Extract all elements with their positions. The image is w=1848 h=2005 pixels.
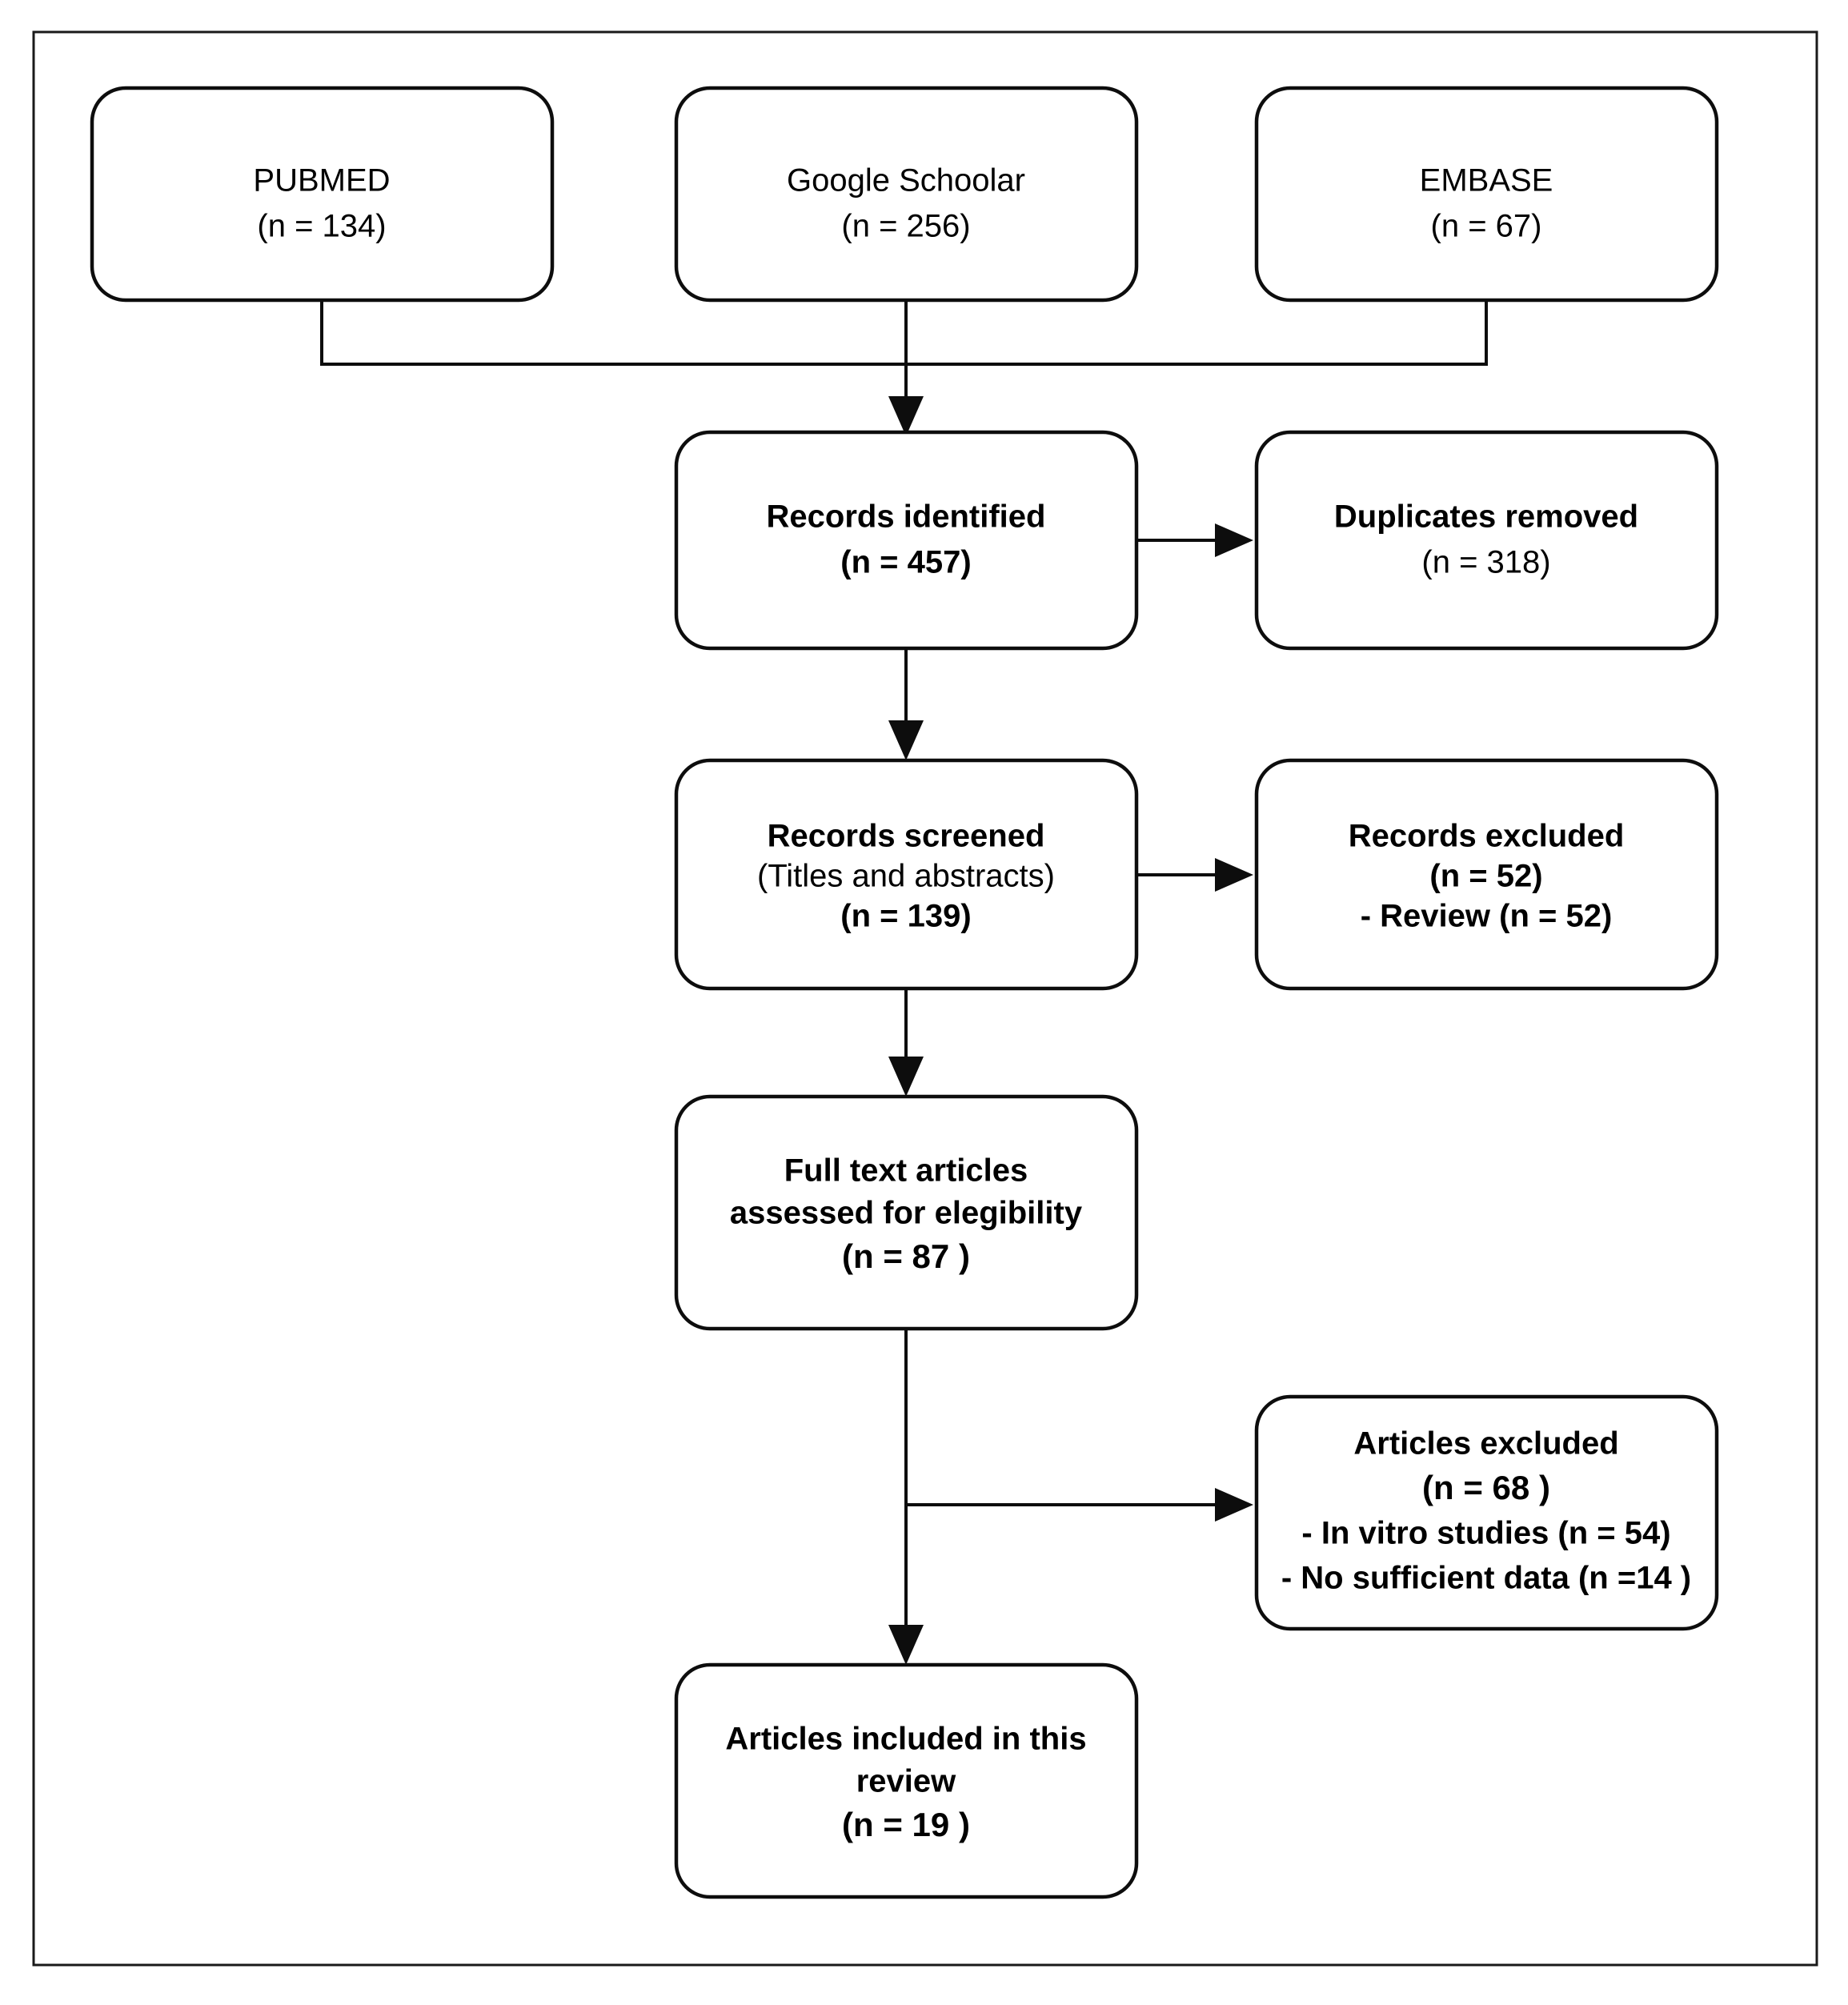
- source-box-google-scholar-line-0: Google Schoolar: [787, 163, 1025, 198]
- exclusion-box-articles-excluded-line-2: - In vitro studies (n = 54): [1301, 1516, 1670, 1551]
- arrowhead-to-full-text-assessed: [888, 1057, 924, 1097]
- stage-box-full-text-assessed-line-2: (n = 87 ): [842, 1237, 970, 1275]
- source-box-pubmed-line-0: PUBMED: [253, 163, 390, 198]
- connector-sources-bus: [320, 300, 1488, 366]
- arrowhead-to-duplicates-removed: [1215, 523, 1253, 557]
- exclusion-box-articles-excluded-line-3: - No sufficient data (n =14 ): [1281, 1561, 1691, 1596]
- source-box-google-scholar-line-1: (n = 256): [841, 209, 970, 244]
- stage-box-full-text-assessed-line-0: Full text articles: [784, 1153, 1028, 1189]
- stage-box-records-screened-line-1: (Titles and abstracts): [757, 859, 1055, 894]
- exclusion-box-records-excluded-line-0: Records excluded: [1349, 819, 1625, 854]
- stage-box-records-identified: [674, 430, 1139, 651]
- exclusion-box-records-excluded: [1254, 758, 1719, 991]
- exclusion-box-duplicates-removed: [1254, 430, 1719, 651]
- exclusion-box-records-excluded-line-2: - Review (n = 52): [1361, 899, 1613, 934]
- exclusion-box-records-excluded-line-1: (n = 52): [1429, 859, 1542, 894]
- stage-box-articles-included-line-1: review: [856, 1764, 956, 1799]
- exclusion-box-duplicates-removed-line-0: Duplicates removed: [1334, 499, 1638, 535]
- stage-box-records-identified-line-1: (n = 457): [840, 545, 971, 580]
- arrowhead-to-records-screened: [888, 720, 924, 760]
- stage-box-articles-included-line-2: (n = 19 ): [842, 1806, 970, 1843]
- stage-box-records-screened-line-0: Records screened: [768, 819, 1045, 854]
- stage-box-records-screened-line-2: (n = 139): [840, 899, 971, 934]
- outer-frame-border: [32, 30, 1818, 1967]
- arrowhead-to-articles-excluded: [1215, 1488, 1253, 1522]
- exclusion-box-duplicates-removed-line-1: (n = 318): [1421, 545, 1550, 580]
- stage-box-full-text-assessed-line-1: assessed for elegibility: [730, 1196, 1083, 1231]
- exclusion-box-articles-excluded-line-1: (n = 68 ): [1422, 1469, 1550, 1506]
- exclusion-box-articles-excluded-line-0: Articles excluded: [1353, 1426, 1618, 1462]
- source-box-embase-line-1: (n = 67): [1431, 209, 1542, 244]
- source-box-embase-line-0: EMBASE: [1420, 163, 1553, 198]
- stage-box-records-identified-line-0: Records identified: [767, 499, 1046, 535]
- stage-box-articles-included: [674, 1662, 1139, 1899]
- arrowhead-to-records-identified: [888, 396, 924, 436]
- exclusion-box-articles-excluded: [1254, 1394, 1719, 1631]
- arrowhead-to-articles-included: [888, 1625, 924, 1665]
- stage-box-articles-included-line-0: Articles included in this: [725, 1722, 1086, 1757]
- arrowhead-to-records-excluded: [1215, 858, 1253, 892]
- source-box-pubmed-line-1: (n = 134): [257, 209, 386, 244]
